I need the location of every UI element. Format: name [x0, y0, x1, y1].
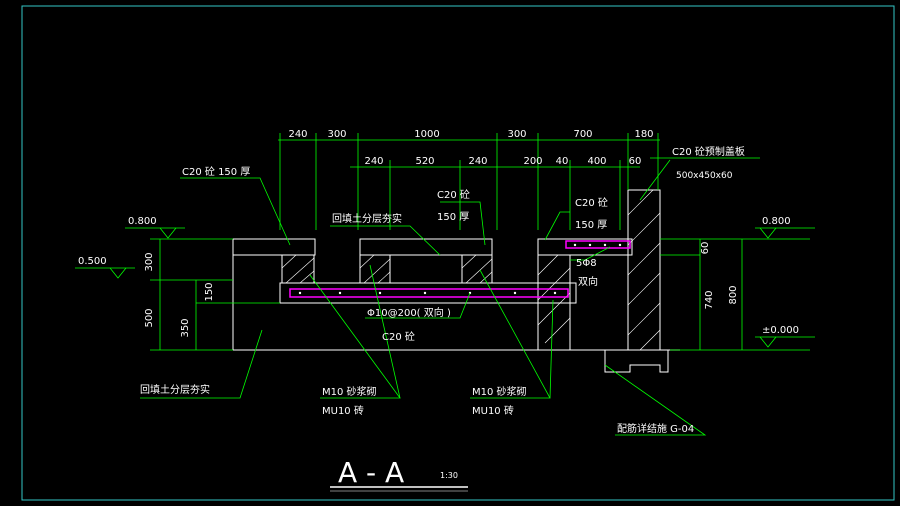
- dim-right-3: 800: [728, 285, 739, 304]
- dim-left-2: 500: [144, 308, 155, 327]
- elevation-right-zero: ±0.000: [762, 325, 799, 336]
- rebar-base: [289, 288, 569, 298]
- label-rebar-5phi8: 5Φ8: [576, 258, 597, 269]
- section-title: A - A 1:30: [330, 456, 468, 492]
- annotation-texts: C20 砼 150 厚 回填土分层夯实 C20 砼 150 厚 C20 砼 15…: [140, 145, 745, 435]
- label-c20-150: C20 砼 150 厚: [182, 165, 250, 178]
- rebar-cover: [565, 240, 631, 249]
- section-scale: 1:30: [440, 471, 458, 480]
- label-thick-b: 150 厚: [575, 219, 607, 231]
- dim-second-4: 200: [523, 156, 542, 167]
- elevation-left-top: 0.800: [128, 216, 157, 227]
- dim-second-7: 60: [629, 156, 642, 167]
- label-cover-size: 500x450x60: [676, 171, 733, 181]
- dim-top-5: 700: [573, 129, 592, 140]
- dim-top-2: 300: [327, 129, 346, 140]
- label-brick-a: MU10 砖: [322, 404, 364, 417]
- label-rebar-detail: 配筋详结施 G-04: [617, 422, 694, 435]
- label-backfill-left: 回填土分层夯实: [140, 383, 210, 396]
- dim-left-4: 350: [180, 318, 191, 337]
- brick-left: [281, 254, 315, 284]
- label-brick-b: MU10 砖: [472, 404, 514, 417]
- base-slab: [279, 282, 577, 304]
- dim-left-3: 150: [204, 282, 215, 301]
- dim-right-1: 60: [700, 242, 711, 255]
- dim-right-2: 740: [704, 290, 715, 309]
- structure: [232, 189, 680, 373]
- dim-top-3: 1000: [414, 129, 439, 140]
- label-c20-a: C20 砼: [437, 188, 470, 201]
- label-c20-c: C20 砼: [382, 330, 415, 343]
- rebar: [289, 240, 631, 298]
- footing: [604, 350, 669, 373]
- section-title-text: A - A: [338, 456, 404, 489]
- slab-right: [537, 238, 633, 256]
- dim-left-1: 300: [144, 252, 155, 271]
- dim-top-4: 300: [507, 129, 526, 140]
- dimension-lines: [75, 133, 815, 351]
- hatching: [281, 189, 661, 351]
- dim-second-1: 240: [364, 156, 383, 167]
- label-bidirectional: 双向: [578, 275, 598, 288]
- leader-lines: [140, 157, 760, 436]
- label-rebar-phi10: Φ10@200( 双向 ): [367, 306, 451, 319]
- elevation-left-mid: 0.500: [78, 256, 107, 267]
- dim-second-5: 40: [556, 156, 569, 167]
- label-c20-b: C20 砼: [575, 196, 608, 209]
- elevation-right-top: 0.800: [762, 216, 791, 227]
- slab-middle: [359, 238, 493, 256]
- brick-mid-left: [359, 254, 391, 284]
- dim-top-6: 180: [634, 129, 653, 140]
- brick-mid-right: [461, 254, 493, 284]
- drawing-frame: [21, 5, 895, 501]
- dim-top-1: 240: [288, 129, 307, 140]
- slab-left: [232, 238, 316, 256]
- dim-second-2: 520: [415, 156, 434, 167]
- dim-second-6: 400: [587, 156, 606, 167]
- dim-second-3: 240: [468, 156, 487, 167]
- label-backfill-top: 回填土分层夯实: [332, 212, 402, 225]
- label-precast-cover: C20 砼预制盖板: [672, 145, 745, 158]
- dimension-texts: 240 300 1000 300 700 180 240 520 240 200…: [144, 129, 739, 338]
- label-thick-a: 150 厚: [437, 211, 469, 223]
- elevation-texts: 0.800 0.500 0.800 ±0.000: [78, 216, 799, 336]
- label-mortar-b: M10 砂浆砌: [472, 385, 527, 398]
- rebar-dots: [298, 243, 622, 295]
- label-mortar-a: M10 砂浆砌: [322, 385, 377, 398]
